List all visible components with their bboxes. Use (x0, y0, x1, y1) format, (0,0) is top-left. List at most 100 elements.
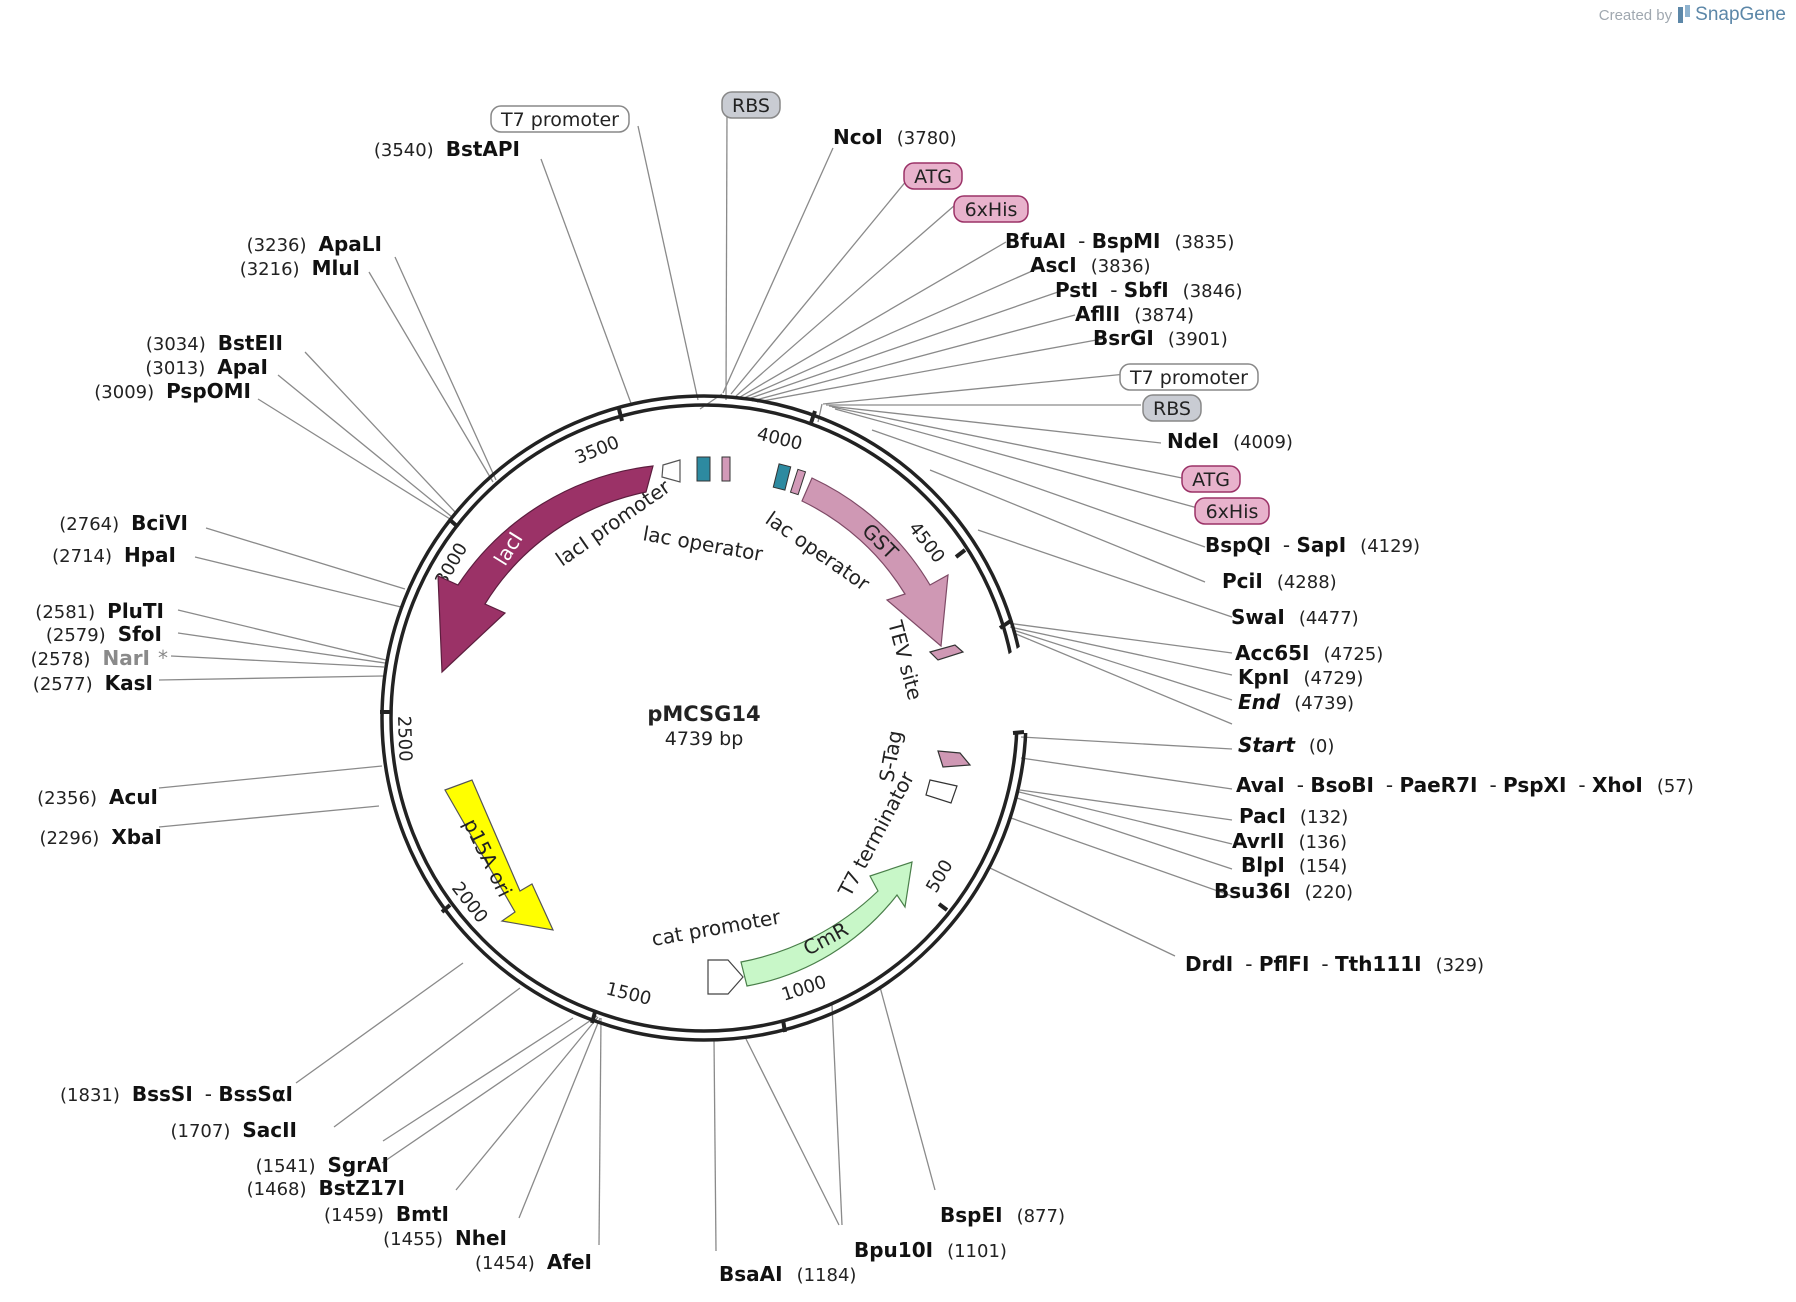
enzyme-name: BssSI (132, 1082, 193, 1106)
restriction-site: (1468)BstZ17I (247, 1176, 405, 1200)
enzyme-name: SapI (1297, 533, 1347, 557)
site-label: PstI- SbfI(3846) (1055, 278, 1243, 302)
feature-tag: T7 promoter (1119, 363, 1259, 391)
laci-promoter-arrow (661, 459, 681, 483)
site-position: (329) (1436, 955, 1484, 976)
backbone-start-cap (1012, 730, 1025, 735)
site-position: (1831) (60, 1085, 120, 1106)
enzyme-name: SbfI (1124, 278, 1169, 302)
leader-line (368, 271, 494, 483)
feature-tag-box (721, 91, 781, 119)
enzyme-name: Tth111I (1335, 952, 1422, 976)
tick-label: 4000 (755, 423, 805, 454)
feature-tag-label: ATG (914, 166, 952, 188)
restriction-site: Acc65I(4725) (1235, 641, 1383, 665)
leader-line (747, 291, 1059, 400)
site-label: AvrII (136) (1232, 829, 1347, 853)
site-separator: - (1078, 229, 1092, 253)
restriction-site: AvaI- BsoBI- PaeR7I- PspXI- XhoI(57) (1236, 773, 1694, 797)
feature-tag-label: 6xHis (1206, 501, 1259, 523)
enzyme-name: DrdI (1185, 952, 1233, 976)
enzyme-name: AvrII (1232, 829, 1285, 853)
leader-line (989, 867, 1176, 957)
site-label: BspQI- SapI(4129) (1205, 533, 1420, 557)
restriction-site: (3013)ApaI (145, 355, 268, 379)
site-label: Acc65I(4725) (1235, 641, 1383, 665)
site-position: (3780) (897, 128, 957, 149)
tick-label: 1000 (779, 972, 829, 1006)
leader-line (739, 241, 1007, 398)
enzyme-name: SacII (242, 1118, 297, 1142)
leader-line (1018, 791, 1233, 845)
site-position: (1707) (171, 1121, 231, 1142)
site-position: (4739) (1294, 693, 1354, 714)
site-label: BsaAI(1184) (719, 1262, 856, 1286)
feature-tag: RBS (721, 91, 781, 119)
restriction-site: (3236)ApaLI (247, 232, 382, 256)
leader-line (381, 1015, 598, 1164)
site-position: (4129) (1360, 536, 1420, 557)
restriction-site: (2764)BciVI (59, 511, 188, 535)
leader-line (637, 125, 699, 401)
tick-label: 1500 (604, 978, 654, 1009)
leader-line (518, 1017, 601, 1219)
restriction-site: KpnI(4729) (1238, 665, 1363, 689)
site-position: (3236) (247, 235, 307, 256)
restriction-site: NdeI(4009) (1167, 429, 1293, 453)
leader-line (382, 1017, 574, 1142)
site-position: (4288) (1277, 572, 1337, 593)
leader-line (177, 609, 387, 661)
feature-tag: 6xHis (1194, 497, 1270, 525)
tick-mark (448, 518, 460, 529)
cat-promoter-label: cat promoter (650, 905, 783, 951)
site-position: (4729) (1304, 668, 1364, 689)
enzyme-name: PspOMI (166, 379, 251, 403)
leader-line (257, 398, 451, 520)
feature-tag-label: T7 promoter (1129, 367, 1248, 389)
site-label: DrdI- PflFI- Tth111I(329) (1185, 952, 1484, 976)
leader-line (394, 256, 497, 481)
site-label: PacI(132) (1239, 804, 1348, 828)
site-position: (1459) (324, 1205, 384, 1226)
site-label: (3013)ApaI (145, 355, 268, 379)
enzyme-name: NdeI (1167, 429, 1219, 453)
leader-line (1020, 757, 1233, 790)
enzyme-name: BstAPI (446, 137, 520, 161)
leader-line (831, 406, 1183, 479)
leader-line (1019, 789, 1233, 821)
restriction-site: SwaI(4477) (1231, 605, 1359, 629)
site-position: (2581) (35, 602, 95, 623)
restriction-site: (3034)BstEII (146, 331, 283, 355)
site-separator: - (1245, 952, 1259, 976)
enzyme-name: BspMI (1092, 229, 1161, 253)
site-separator: - (205, 1082, 219, 1106)
enzyme-name: BsrGI (1093, 326, 1154, 350)
site-label: (2714)HpaI (52, 543, 176, 567)
enzyme-name: BstEII (218, 331, 283, 355)
site-label: (1459)BmtI (324, 1202, 449, 1226)
site-label: (1468)BstZ17I (247, 1176, 405, 1200)
feature-tag: RBS (1142, 394, 1202, 422)
site-position: (2577) (33, 674, 93, 695)
leader-line (333, 987, 521, 1128)
leader-line (1020, 736, 1233, 750)
site-label: NcoI(3780) (833, 125, 957, 149)
site-position: (1184) (797, 1265, 857, 1286)
leader-line (177, 632, 386, 664)
enzyme-name: BciVI (131, 511, 188, 535)
snapgene-logo-icon (1678, 5, 1691, 23)
site-separator: - (1578, 773, 1592, 797)
enzyme-name: SwaI (1231, 605, 1285, 629)
site-label: (1541)SgrAI (256, 1153, 389, 1177)
leader-line (1015, 633, 1233, 725)
site-label: Bsu36I(220) (1214, 879, 1353, 903)
enzyme-name: ApaI (217, 355, 268, 379)
site-position: (2296) (39, 828, 99, 849)
site-position: (136) (1299, 832, 1347, 853)
feature-tag-box (1181, 465, 1241, 493)
enzyme-name: BssSαI (218, 1082, 293, 1106)
site-position: (3901) (1168, 329, 1228, 350)
site-label: (1707) SacII (171, 1118, 298, 1142)
enzyme-name: HpaI (124, 543, 176, 567)
